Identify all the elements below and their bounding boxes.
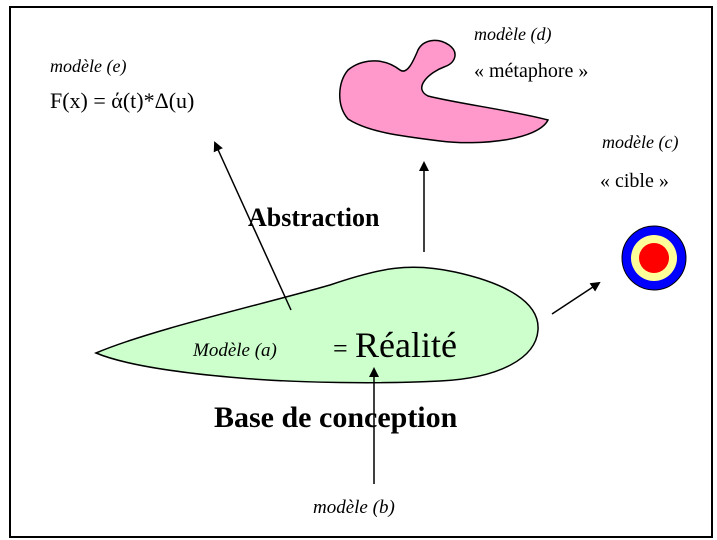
metaphor-shape [339, 39, 550, 144]
frame-border [9, 6, 713, 538]
model-e-label: modèle (e) [50, 56, 127, 76]
arrow-to-model-c [551, 281, 601, 315]
model-b-label: modèle (b) [313, 497, 395, 518]
model-c-label: modèle (c) [602, 132, 679, 152]
base-label: Base de conception [214, 401, 458, 434]
model-a-value: Réalité [355, 325, 457, 365]
model-c-caption: « cible » [600, 170, 669, 192]
model-a-equals: = [333, 334, 348, 363]
arrow-to-model-e [213, 141, 292, 311]
model-d-label: modèle (d) [474, 24, 552, 44]
target-bullseye [639, 243, 669, 273]
model-e-formula: F(x) = ά(t)*Δ(u) [50, 88, 195, 113]
reality-shape [94, 266, 539, 384]
abstraction-label: Abstraction [248, 203, 380, 232]
model-a-label: Modèle (a) [193, 340, 277, 361]
model-d-caption: « métaphore » [474, 60, 589, 82]
